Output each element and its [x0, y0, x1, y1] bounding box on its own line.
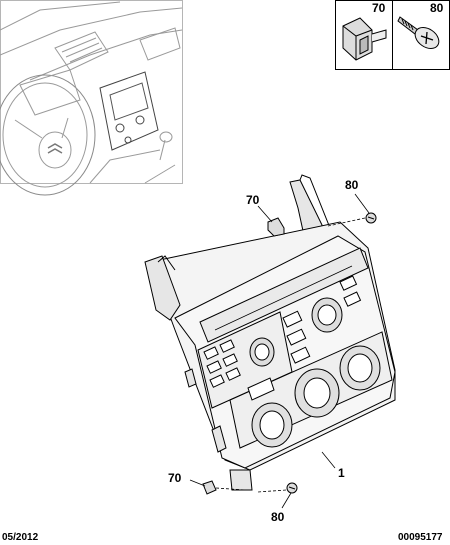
footer-date: 05/2012 — [2, 532, 39, 543]
callout-screw-upper: 80 — [345, 178, 359, 192]
leader-clip-lower — [189, 479, 206, 487]
legend-ref-screw: 80 — [430, 1, 444, 15]
axis-screw-lower — [257, 489, 287, 493]
callout-clip-lower: 70 — [168, 471, 182, 485]
leader-panel — [321, 451, 336, 469]
leader-screw-lower — [281, 492, 292, 509]
callout-panel: 1 — [338, 466, 345, 480]
footer-code: 00095177 — [398, 532, 443, 543]
axis-screw-upper — [327, 217, 366, 227]
legend-ref-clip: 70 — [372, 1, 386, 15]
callout-clip-upper: 70 — [246, 193, 260, 207]
leader-clip-upper — [257, 205, 273, 223]
leader-screw-upper — [354, 193, 370, 214]
callout-screw-lower: 80 — [271, 510, 285, 524]
logo-mark — [47, 143, 63, 154]
